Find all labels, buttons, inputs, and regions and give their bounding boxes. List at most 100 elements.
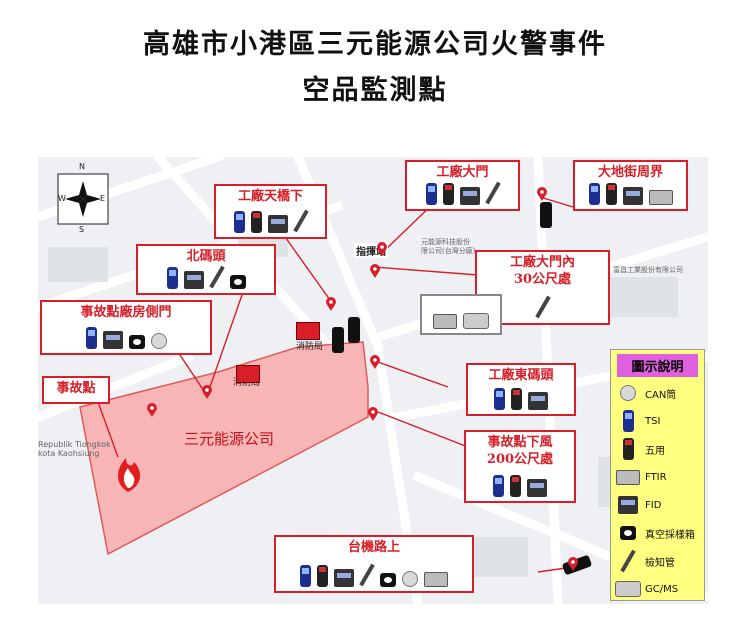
detector-tube-icon bbox=[359, 563, 375, 587]
map-pin-icon[interactable] bbox=[326, 297, 336, 311]
place-label-2: kota Kaohsiung bbox=[38, 449, 100, 458]
legend-row: FTIR bbox=[611, 463, 704, 491]
company-label-2: 限公司(台灣分廠) bbox=[421, 247, 476, 255]
legend-label: FTIR bbox=[645, 471, 667, 483]
tsi-icon bbox=[493, 475, 504, 497]
compass-n: N bbox=[79, 162, 85, 171]
can-icon bbox=[402, 571, 418, 587]
place-label-1: Republik Tiongkok bbox=[38, 440, 111, 449]
legend-label: CAN筒 bbox=[645, 389, 677, 401]
callout-label: 工廠大門內 bbox=[509, 255, 575, 270]
vacuum-box-icon bbox=[128, 335, 145, 349]
legend-label: 真空採樣箱 bbox=[645, 529, 695, 541]
map-area[interactable]: N S E W 三元能源公司 Republik Tiongkok kota Ka… bbox=[38, 157, 708, 604]
legend-row: FID bbox=[611, 491, 704, 519]
tsi-icon bbox=[300, 565, 311, 587]
map-pin-icon[interactable] bbox=[370, 264, 380, 278]
callout-bridge[interactable]: 工廠天橋下 bbox=[214, 184, 327, 239]
map-pin-icon[interactable] bbox=[147, 403, 157, 417]
tsi-icon bbox=[494, 388, 505, 410]
detector-tube-icon bbox=[534, 295, 551, 319]
callout-label: 大地街周界 bbox=[597, 165, 663, 180]
tsi-icon bbox=[166, 267, 178, 289]
fid-icon bbox=[334, 569, 354, 587]
vacuum-box-icon bbox=[380, 573, 396, 587]
title-line-1: 高雄市小港區三元能源公司火警事件 bbox=[143, 29, 607, 60]
vacuum-box-icon bbox=[620, 526, 636, 540]
company-label-1: 元能源科技股份 bbox=[421, 238, 470, 246]
callout-label: 事故點廠房側門 bbox=[80, 305, 172, 320]
map-pin-icon[interactable] bbox=[377, 242, 387, 256]
callout-east[interactable]: 工廠東碼頭 bbox=[466, 363, 576, 416]
gcms-icon bbox=[463, 313, 489, 329]
callout-side[interactable]: 事故點廠房側門 bbox=[40, 300, 212, 355]
callout-taiji[interactable]: 台機路上 bbox=[274, 535, 474, 593]
map-pin-icon[interactable] bbox=[202, 385, 212, 399]
compass-icon bbox=[57, 173, 109, 225]
monitor-van-icon-2 bbox=[348, 317, 360, 343]
tsi-icon bbox=[622, 410, 634, 432]
tsi-icon bbox=[233, 211, 245, 233]
callout-label-2: 30公尺處 bbox=[513, 272, 572, 287]
legend-label: 檢知管 bbox=[645, 557, 675, 569]
fire-truck-label-2: 消防局 bbox=[233, 378, 261, 388]
fid-icon bbox=[267, 215, 288, 233]
fire-truck-label: 消防局 bbox=[296, 342, 324, 352]
title-line-2: 空品監測點 bbox=[302, 75, 448, 106]
legend-row: 五用 bbox=[611, 435, 704, 463]
legend-row: 檢知管 bbox=[611, 547, 704, 575]
legend-row: TSI bbox=[611, 407, 704, 435]
callout-gatein[interactable]: 工廠大門內 30公尺處 bbox=[475, 250, 610, 325]
can-icon bbox=[150, 333, 167, 349]
callout-dadi[interactable]: 大地街周界 bbox=[573, 160, 688, 211]
callout-label: 工廠東碼頭 bbox=[488, 368, 554, 383]
legend-label: 五用 bbox=[645, 445, 665, 457]
five-gas-icon bbox=[605, 183, 617, 205]
callout-ftir-box[interactable] bbox=[420, 294, 502, 335]
callout-label: 工廠大門 bbox=[436, 165, 489, 180]
five-gas-icon bbox=[622, 438, 634, 460]
detector-tube-icon bbox=[208, 265, 225, 289]
legend-title: 圖示說明 bbox=[617, 354, 698, 377]
five-gas-icon bbox=[442, 183, 454, 205]
callout-downwind[interactable]: 事故點下風 200公尺處 bbox=[464, 430, 576, 503]
callout-north[interactable]: 北碼頭 bbox=[136, 244, 276, 295]
callout-label: 工廠天橋下 bbox=[237, 189, 303, 204]
legend-row: GC/MS bbox=[611, 575, 704, 603]
fid-icon bbox=[618, 496, 638, 514]
fid-icon bbox=[183, 271, 204, 289]
fid-icon bbox=[622, 187, 643, 205]
fire-icon bbox=[118, 458, 141, 492]
gcms-icon bbox=[615, 581, 641, 597]
fid-icon bbox=[102, 331, 123, 349]
map-pin-icon[interactable] bbox=[368, 407, 378, 421]
five-gas-icon bbox=[250, 211, 262, 233]
ftir-icon bbox=[648, 190, 673, 205]
callout-gate[interactable]: 工廠大門 bbox=[405, 160, 520, 211]
fid-icon bbox=[527, 479, 547, 497]
legend-label: GC/MS bbox=[645, 583, 679, 595]
callout-accident[interactable]: 事故點 bbox=[42, 376, 110, 404]
five-gas-icon bbox=[510, 475, 521, 497]
compass-s: S bbox=[79, 225, 85, 234]
detector-tube-icon bbox=[484, 181, 501, 205]
ftir-icon bbox=[616, 469, 640, 485]
callout-label: 北碼頭 bbox=[186, 249, 226, 264]
fire-truck-icon-2 bbox=[236, 365, 260, 383]
compass-w: W bbox=[58, 194, 66, 203]
map-pin-icon[interactable] bbox=[568, 557, 578, 571]
ftir-icon bbox=[424, 572, 448, 587]
map-pin-icon[interactable] bbox=[370, 355, 380, 369]
detector-tube-icon bbox=[620, 549, 636, 573]
compass-e: E bbox=[100, 194, 106, 203]
fid-icon bbox=[528, 392, 548, 410]
legend-label: FID bbox=[645, 499, 662, 511]
legend: 圖示說明 CAN筒 TSI 五用 FTIR FID 真空採樣箱 檢知管 GC/M… bbox=[610, 349, 705, 601]
map-pin-icon[interactable] bbox=[537, 187, 547, 201]
can-icon bbox=[620, 385, 636, 401]
company-label-3: 富昌工業股份有限公司 bbox=[613, 266, 683, 274]
facility-label: 三元能源公司 bbox=[184, 430, 275, 448]
callout-label-2: 200公尺處 bbox=[486, 452, 554, 467]
accident-label: 事故點 bbox=[56, 381, 96, 396]
five-gas-icon bbox=[511, 388, 522, 410]
